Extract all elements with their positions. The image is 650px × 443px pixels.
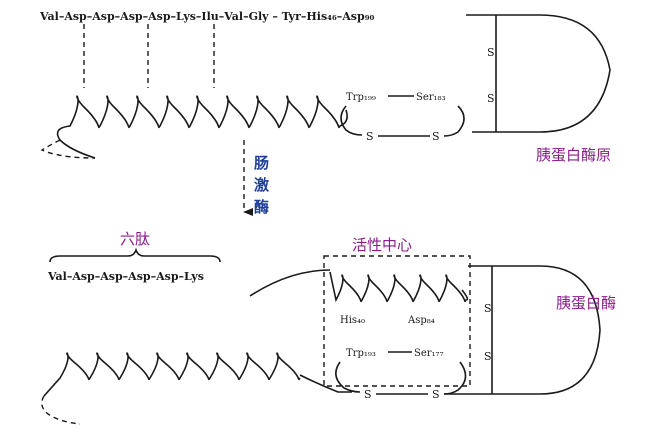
active-center-helix	[329, 271, 469, 303]
ss-bond-right-s: S	[432, 130, 440, 143]
trypsinogen-chain-tail	[40, 139, 96, 159]
trp-residue-label: Trp₁₉₉	[346, 92, 376, 103]
enzyme-label-1: 肠	[254, 154, 269, 172]
loop-s-bottom: S	[487, 92, 495, 105]
trp-residue-label-b: Trp₁₉₃	[346, 348, 376, 359]
ser-residue-label-b: Ser₁₇₇	[414, 348, 444, 359]
trp-ser-loop	[340, 105, 363, 136]
ss-bond-left-s: S	[366, 130, 374, 143]
loop-s-top: S	[487, 46, 495, 59]
trypsin-helix-chain	[43, 352, 301, 397]
ss-bond-left-s-b: S	[364, 388, 372, 401]
active-center-label: 活性中心	[352, 236, 412, 254]
chain-entry-line	[249, 269, 331, 297]
enterokinase-arrow-group: 肠 激 酶	[243, 140, 270, 216]
trypsin-name: 胰蛋白酶	[556, 294, 616, 312]
disulfide-loop	[472, 14, 611, 133]
hexapeptide-sequence: Val–Asp–Asp–Asp–Asp–Lys	[47, 270, 204, 283]
asp-residue-label: Asp₈₄	[407, 315, 435, 326]
disulfide-loop-b	[468, 265, 601, 395]
chain-to-ss-line	[299, 374, 352, 393]
loop-s-bottom-b: S	[484, 350, 492, 363]
loop-s-top-b: S	[484, 302, 492, 315]
enzyme-label-2: 激	[254, 176, 270, 194]
trypsinogen-helix-chain	[56, 95, 348, 159]
ser-loop-right	[443, 105, 465, 137]
enzyme-label-3: 酶	[254, 198, 269, 216]
ser-residue-label: Ser₁₈₃	[416, 92, 446, 103]
his-residue-label: His₄₀	[340, 315, 365, 326]
trypsin-chain-tail	[41, 395, 81, 425]
trypsinogen-structure: Val–Asp–Asp–Asp–Asp–Lys–Ilu–Val–Gly – Ty…	[39, 10, 611, 164]
ser-loop-right-b	[443, 361, 467, 395]
trypsin-structure: 六肽 Val–Asp–Asp–Asp–Asp–Lys 活性中心 His₄₀ As…	[41, 230, 616, 425]
trypsinogen-sequence: Val–Asp–Asp–Asp–Asp–Lys–Ilu–Val–Gly – Ty…	[39, 10, 375, 23]
active-center-box	[323, 255, 471, 387]
hexapeptide-brace	[49, 247, 221, 263]
trp-ser-loop-b	[335, 361, 361, 393]
ss-bond-right-s-b: S	[432, 388, 440, 401]
hexapeptide-label: 六肽	[120, 230, 150, 248]
trypsinogen-name: 胰蛋白酶原	[536, 146, 611, 164]
